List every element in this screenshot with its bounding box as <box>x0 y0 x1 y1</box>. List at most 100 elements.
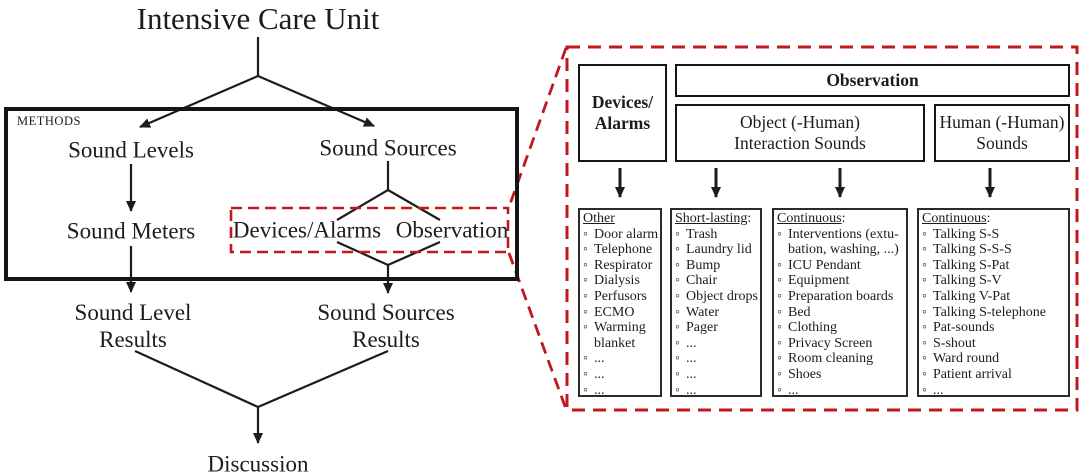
bullet-icon: ◦ <box>675 288 680 304</box>
list-item: ◦ Trash <box>675 227 759 243</box>
list-item-text: Perfusors <box>594 288 647 304</box>
list-item-text: ... <box>594 366 605 382</box>
list-item: ◦Talking S-V <box>922 273 1067 289</box>
list-item-text: Door alarm <box>594 226 659 242</box>
node-sound-levels: Sound Levels <box>68 137 194 163</box>
list-column-colon: : <box>986 211 991 226</box>
list-column-title: Short-lasting <box>675 211 748 226</box>
list-item: ◦Door alarm <box>583 227 659 243</box>
node-observation: Observation <box>395 217 509 243</box>
list-item-text: Bump <box>686 257 721 273</box>
bullet-icon: ◦ <box>777 335 782 351</box>
list-items: ◦Interventions (extu- bation, washing, .… <box>777 227 905 397</box>
zoom-target-dashed-panel <box>565 45 1079 412</box>
list-item: ◦ S-shout <box>922 336 1067 352</box>
detail-header-human-sounds: Human (-Human) Sounds <box>934 104 1070 162</box>
list-item-text: Pat-sounds <box>933 320 995 336</box>
bullet-icon: ◦ <box>583 366 588 382</box>
list-item: ◦Pat-sounds <box>922 320 1067 336</box>
list-item-text: ECMO <box>594 304 635 320</box>
list-item-text: Respirator <box>594 257 653 273</box>
list-item: ◦Water <box>675 305 759 321</box>
bullet-icon: ◦ <box>777 257 782 273</box>
detail-panel-arrows <box>615 168 995 198</box>
list-item-text: ... <box>686 351 697 367</box>
bullet-icon: ◦ <box>777 366 782 382</box>
list-item: ◦ Talking S-telephone <box>922 305 1067 321</box>
list-item-text: ... <box>686 382 697 397</box>
list-item: ◦Bed <box>777 305 905 321</box>
list-item-text: S-shout <box>933 335 976 351</box>
list-item-text: Preparation boards <box>788 288 894 304</box>
list-item: ◦ Telephone <box>583 242 659 258</box>
list-item: ◦Interventions (extu- bation, washing, .… <box>777 227 905 258</box>
bullet-icon: ◦ <box>922 335 927 351</box>
list-item-text: Talking S-S-S <box>933 242 1012 258</box>
list-item: ◦ Clothing <box>777 320 905 336</box>
zoom-source-dashed-box <box>229 206 510 254</box>
bullet-icon: ◦ <box>583 382 588 397</box>
bullet-icon: ◦ <box>675 382 680 397</box>
list-item: ◦Room cleaning <box>777 351 905 367</box>
bullet-icon: ◦ <box>583 257 588 273</box>
bullet-icon: ◦ <box>922 226 927 242</box>
list-item: ◦ICU Pendant <box>777 258 905 274</box>
list-item: ◦ Talking S-S-S <box>922 242 1067 258</box>
bullet-icon: ◦ <box>583 288 588 304</box>
list-item-text: Privacy Screen <box>788 335 873 351</box>
list-item: ◦ ECMO <box>583 305 659 321</box>
list-item-text: ... <box>594 382 605 397</box>
list-item-text: Clothing <box>788 320 838 336</box>
list-item-text: Talking V-Pat <box>933 288 1011 304</box>
bullet-icon: ◦ <box>777 382 782 397</box>
bullet-icon: ◦ <box>583 273 588 289</box>
list-item-text: ... <box>594 351 605 367</box>
methods-group-label: METHODS <box>17 114 81 128</box>
bullet-icon: ◦ <box>922 273 927 289</box>
list-item: ◦ Dialysis <box>583 273 659 289</box>
list-item-text: Talking S-telephone <box>933 304 1046 320</box>
list-item: ◦ Preparation boards <box>777 289 905 305</box>
detail-header-observation: Observation <box>675 64 1070 97</box>
bullet-icon: ◦ <box>777 304 782 320</box>
bullet-icon: ◦ <box>583 242 588 258</box>
list-item-text: Equipment <box>788 273 850 289</box>
list-item: ◦... <box>675 351 759 367</box>
list-item-text: Object drops <box>686 288 758 304</box>
bullet-icon: ◦ <box>675 335 680 351</box>
list-item-text: Room cleaning <box>788 351 874 367</box>
list-item-text: Ward round <box>933 351 1000 367</box>
bullet-icon: ◦ <box>922 304 927 320</box>
list-item-text: Laundry lid <box>686 242 752 258</box>
list-item-text: Talking S-S <box>933 226 1000 242</box>
list-column-colon: : <box>747 211 752 226</box>
list-item: ◦ Perfusors <box>583 289 659 305</box>
list-item: ◦ Warming blanket <box>583 320 659 351</box>
list-item-text: Pager <box>686 320 718 336</box>
list-items: ◦Door alarm◦Telephone◦Respirator◦Dialysi… <box>583 227 659 397</box>
node-sound-level-results: Sound Level Results <box>74 300 192 352</box>
bullet-icon: ◦ <box>777 320 782 336</box>
list-item-text: Telephone <box>594 242 653 258</box>
bullet-icon: ◦ <box>675 273 680 289</box>
list-item-text: ... <box>933 382 944 397</box>
list-item-text: Warming blanket <box>594 320 646 351</box>
bullet-icon: ◦ <box>583 351 588 367</box>
list-item: ◦Shoes <box>777 367 905 383</box>
bullet-icon: ◦ <box>777 288 782 304</box>
list-item-text: Dialysis <box>594 273 640 289</box>
list-item: ◦... <box>675 382 759 397</box>
list-item-text: ... <box>686 335 697 351</box>
bullet-icon: ◦ <box>675 320 680 336</box>
list-column-continuous-object: Continuous: ◦Interventions (extu- bation… <box>772 208 908 397</box>
list-item: ◦... <box>583 367 659 383</box>
bullet-icon: ◦ <box>922 242 927 258</box>
list-item-text: Trash <box>686 226 718 242</box>
bullet-icon: ◦ <box>675 366 680 382</box>
list-item: ◦... <box>583 351 659 367</box>
list-item-text: Chair <box>686 273 718 289</box>
node-sound-meters: Sound Meters <box>66 218 196 244</box>
bullet-icon: ◦ <box>583 320 588 336</box>
bullet-icon: ◦ <box>583 304 588 320</box>
bullet-icon: ◦ <box>675 226 680 242</box>
